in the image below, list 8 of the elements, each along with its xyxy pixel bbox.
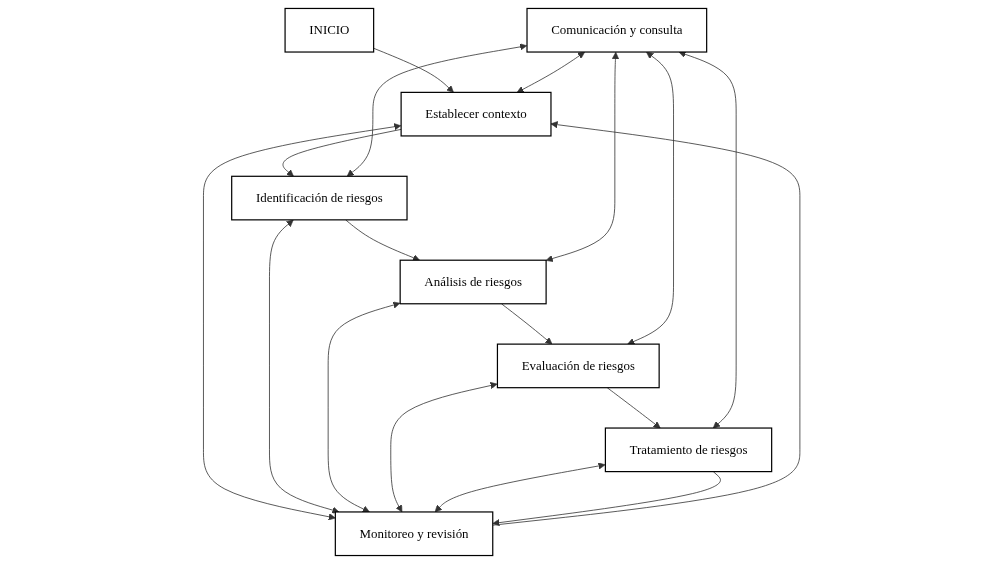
node-box: Análisis de riesgos [399,259,548,305]
node-box: Comunicación y consulta [526,7,708,53]
node-box: Tratamiento de riesgos [605,427,773,473]
node-box: Monitoreo y revisión [335,511,494,557]
node-box: INICIO [284,7,375,53]
node-box: Establecer contexto [400,91,552,137]
node-box: Evaluación de riesgos [497,343,661,389]
node-box: Identificación de riesgos [231,175,408,221]
